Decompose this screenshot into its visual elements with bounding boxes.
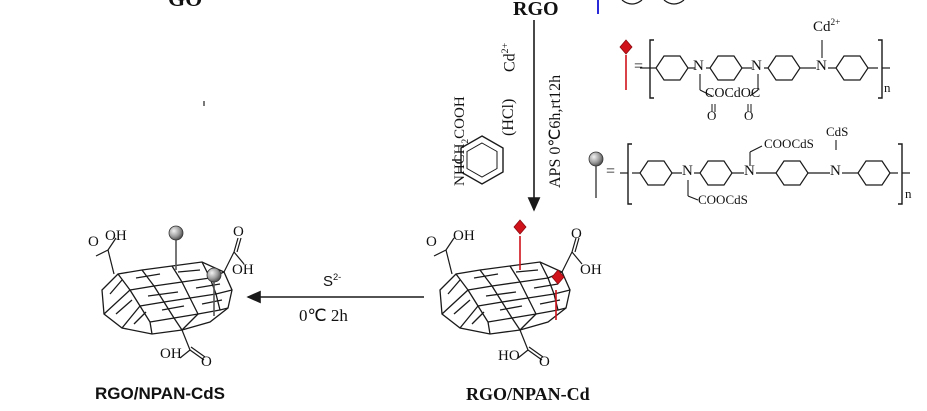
mid-oh-top-left: OH <box>453 228 475 244</box>
legend-red-equals: = <box>634 58 644 75</box>
legend-gray-cooccds: COOCdS <box>764 136 814 151</box>
legend-gray-polymer <box>588 140 910 205</box>
legend-gray-cds: CdS <box>826 124 849 139</box>
left-o-top-right: O <box>233 224 244 240</box>
cation-label: Cd2+ <box>500 42 519 72</box>
legend-red-cd: Cd2+ <box>813 18 841 35</box>
legend-red-o1: O <box>707 108 717 123</box>
legend-red-n1: N <box>693 58 704 74</box>
step2-reagent: S2- <box>323 272 342 290</box>
legend-gray-coocds-bottom: COOCdS <box>698 192 748 207</box>
step1-conditions: APS 0℃6h,rt12h <box>547 74 564 188</box>
left-o-bottom: O <box>201 354 212 370</box>
left-o-top-left: O <box>88 234 99 250</box>
acid-label: (HCl) <box>500 98 517 136</box>
go-label: GO <box>168 0 202 12</box>
legend-gray-n: n <box>905 186 912 201</box>
mid-ho-bottom: HO <box>498 348 520 364</box>
legend-gray-n1: N <box>682 163 693 179</box>
step2-conditions: 0℃ 2h <box>299 306 348 325</box>
product-mid-label: RGO/NPAN-Cd <box>466 384 590 404</box>
graphene-sheet-mid <box>433 219 583 361</box>
benzene-reagent <box>452 135 504 185</box>
mid-o-top-left: O <box>426 234 437 250</box>
legend-gray-n2: N <box>744 163 755 179</box>
mid-o-bottom: O <box>539 354 550 370</box>
reagent-formula: NHCH2COOH <box>452 96 471 186</box>
mid-oh-right: OH <box>580 262 602 278</box>
legend-red-polymer <box>619 39 890 112</box>
graphene-sheet-left <box>95 225 245 361</box>
product-left-label: RGO/NPAN-CdS <box>95 384 226 403</box>
left-oh-right: OH <box>232 262 254 278</box>
legend-red-o2: O <box>744 108 754 123</box>
legend-red-n3: N <box>816 58 827 74</box>
left-oh-top-left: OH <box>105 228 127 244</box>
left-oh-bottom: OH <box>160 346 182 362</box>
partial-ring-1 <box>621 0 643 5</box>
legend-gray-equals: = <box>606 163 616 180</box>
legend-gray-n3: N <box>830 163 841 179</box>
rgo-label: RGO <box>513 0 559 20</box>
legend-red-n: n <box>884 80 891 95</box>
partial-ring-2 <box>663 0 685 5</box>
legend-red-coocdoc: COCdOC <box>705 86 761 101</box>
legend-red-n2: N <box>751 58 762 74</box>
mid-o-top-right: O <box>571 226 582 242</box>
